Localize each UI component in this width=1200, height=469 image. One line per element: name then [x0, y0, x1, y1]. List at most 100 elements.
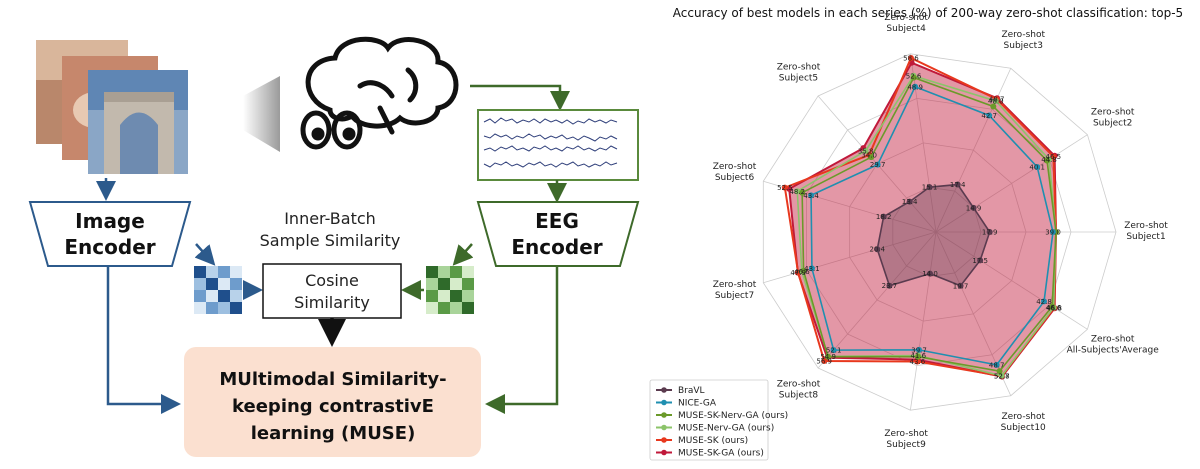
series-point	[800, 267, 807, 274]
value-label: 39.7	[911, 346, 927, 354]
series-point	[1050, 153, 1057, 160]
series-point	[927, 270, 934, 277]
legend-box	[649, 379, 769, 461]
value-label: 52.5	[777, 184, 793, 192]
value-label: 48.7	[989, 361, 1005, 369]
series-bravl	[876, 183, 991, 287]
eeg-similarity-matrix	[426, 266, 474, 314]
series-point	[906, 198, 913, 205]
series-point	[874, 246, 881, 253]
series-point	[907, 54, 914, 61]
radar-series-group	[781, 54, 1059, 380]
series-point	[830, 347, 837, 354]
value-label: 43.1	[804, 265, 820, 273]
grid-spoke	[763, 180, 937, 233]
eeg-encoder-label-line1: EEG	[535, 209, 579, 233]
muse-label-line2: keeping contrastivE	[232, 396, 434, 417]
value-label: 52.7	[994, 372, 1010, 380]
value-label: 44.8	[1041, 156, 1057, 164]
eeg-encoder-label-line2: Encoder	[511, 235, 602, 259]
muse-label-line1: MUltimodal Similarity-	[219, 369, 446, 390]
legend-marker	[661, 437, 667, 443]
value-label: 34.0	[861, 151, 877, 159]
grid-ring	[892, 187, 982, 277]
series-point	[912, 83, 919, 90]
grid-spoke	[935, 231, 1088, 330]
series-muse-nerv-ga-ours	[796, 74, 1057, 377]
value-label: 48.7	[989, 96, 1005, 104]
series-point	[993, 361, 1000, 368]
series-point	[970, 204, 977, 211]
legend-marker	[661, 449, 667, 456]
value-label: 15.1	[922, 184, 938, 192]
legend-marker	[661, 399, 667, 406]
series-point	[1041, 298, 1048, 305]
eeg-encoder-box	[476, 201, 640, 267]
series-point	[799, 189, 806, 196]
series-point	[808, 192, 815, 199]
series-point	[868, 154, 875, 161]
series-point	[990, 103, 997, 110]
value-label: 58.6	[903, 54, 919, 62]
grid-spoke	[935, 231, 1012, 396]
value-label: 17.4	[950, 181, 966, 189]
series-point	[880, 213, 887, 220]
value-label: 42.7	[981, 112, 997, 120]
series-point	[915, 353, 922, 360]
grid-spoke	[935, 134, 1088, 233]
value-label: 40.1	[1029, 163, 1045, 171]
cosine-similarity-box	[262, 263, 402, 319]
muse-label-line3: learning (MUSE)	[251, 423, 416, 444]
series-point	[781, 184, 788, 191]
series-point	[996, 368, 1003, 375]
value-label: 35.8	[858, 147, 874, 155]
series-point	[1050, 229, 1056, 235]
series-point	[977, 257, 984, 264]
series-point	[954, 181, 961, 188]
muse-box	[184, 347, 481, 457]
series-point	[910, 74, 917, 81]
series-point	[1034, 163, 1041, 170]
grid-ring	[849, 142, 1027, 322]
grid-ring	[806, 97, 1072, 367]
legend-label: NICE-GA	[678, 399, 717, 409]
series-point	[986, 112, 993, 119]
value-label: 43.4	[803, 192, 819, 200]
value-label: 48.9	[907, 83, 923, 91]
value-label: 46.8	[1046, 304, 1062, 312]
series-point	[794, 188, 801, 195]
inner-batch-label-line2: Sample Similarity	[260, 231, 401, 250]
series-point	[916, 346, 923, 353]
value-label: 48.2	[789, 188, 805, 196]
legend-marker	[661, 387, 667, 393]
value-label: 17.5	[972, 257, 988, 265]
projection-funnel	[243, 76, 280, 152]
radar-chart: Accuracy of best models in each series (…	[649, 6, 1183, 461]
value-label: 18.2	[876, 213, 892, 221]
cosine-label-line1: Cosine	[305, 271, 359, 290]
value-label: 52.6	[906, 72, 922, 80]
legend-label: MUSE-Nerv-GA (ours)	[678, 424, 774, 434]
grid-spoke	[909, 53, 937, 233]
series-point	[1049, 303, 1056, 310]
series-point	[874, 161, 881, 168]
grid-spoke	[817, 231, 937, 369]
series-point	[926, 184, 933, 191]
eyes-icon	[300, 110, 363, 150]
value-label: 14.9	[966, 204, 982, 212]
value-label: 52.1	[826, 347, 842, 355]
value-label: 56.9	[816, 358, 832, 366]
series-point	[808, 265, 815, 272]
value-label: 47.9	[790, 269, 806, 277]
value-label: 23.7	[882, 282, 898, 290]
legend-label: MUSE-SK-Nerv-GA (ours)	[678, 411, 788, 421]
